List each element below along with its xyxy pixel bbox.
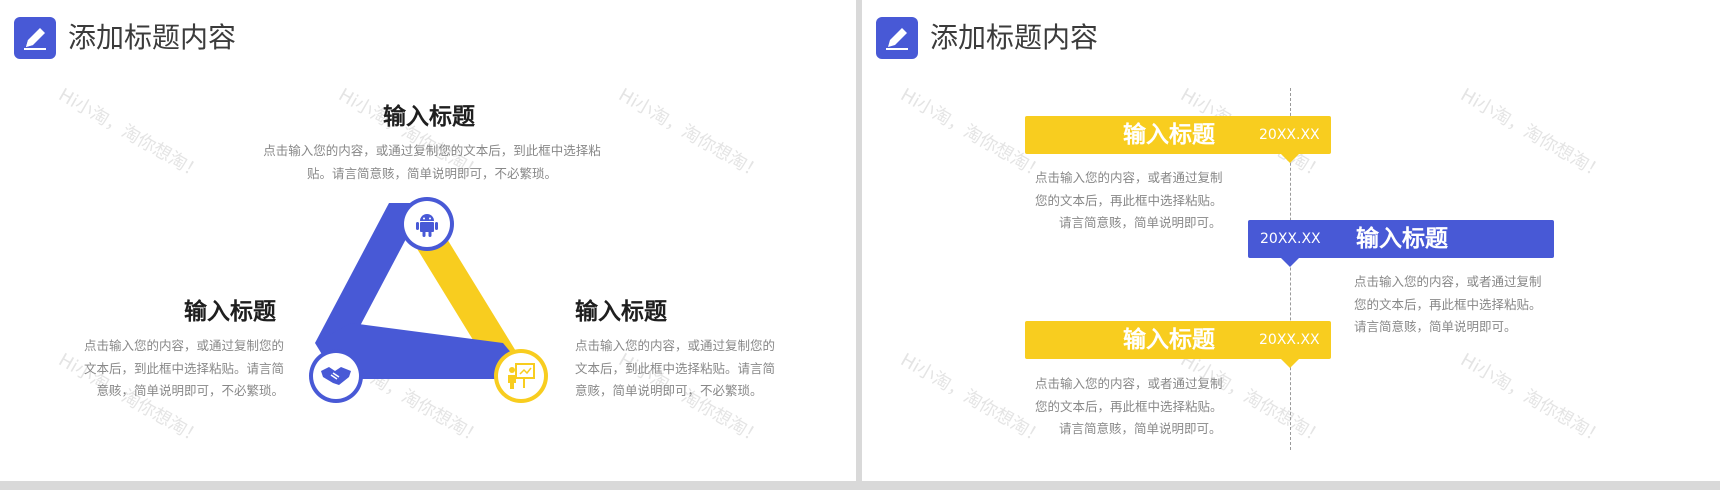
timeline-pointer-2: [1281, 258, 1299, 267]
handshake-icon: [321, 367, 351, 385]
page-title: 添加标题内容: [930, 21, 1099, 54]
watermark: Hi小淘，淘你想淘！: [1456, 84, 1609, 185]
timeline-date-1: 20XX.XX: [1259, 127, 1320, 143]
item-desc-top: 点击输入您的内容，或通过复制您的文本后，到此框中选择粘 贴。请言简意赅，简单说明…: [263, 143, 601, 181]
presenter-icon-circle: [494, 349, 548, 403]
presenter-icon: [508, 363, 535, 389]
handshake-icon-circle: [309, 349, 363, 403]
page-title: 添加标题内容: [68, 21, 237, 54]
item-desc-right: 点击输入您的内容，或通过复制您的 文本后，到此框中选择粘贴。请言简 意赅，简单说…: [575, 338, 776, 398]
item-title-left: 输入标题: [184, 299, 276, 325]
timeline-desc-2: 点击输入您的内容，或者通过复制 您的文本后，再此框中选择粘贴。 请言简意赅，简单…: [1354, 274, 1542, 334]
pencil-icon: [876, 17, 918, 59]
watermark: Hi小淘，淘你想淘！: [614, 84, 767, 185]
watermark: Hi小淘，淘你想淘！: [54, 84, 207, 185]
timeline-title-3: 输入标题: [1123, 327, 1215, 353]
timeline-box-1: 输入标题 20XX.XX: [1025, 116, 1331, 154]
timeline-date-3: 20XX.XX: [1259, 332, 1320, 348]
android-icon: [416, 214, 438, 237]
left-slide: Hi小淘，淘你想淘！ Hi小淘，淘你想淘！ Hi小淘，淘你想淘！ Hi小淘，淘你…: [0, 0, 856, 481]
timeline-box-3: 输入标题 20XX.XX: [1025, 321, 1331, 359]
pencil-icon: [14, 17, 56, 59]
timeline-axis: [1290, 88, 1291, 450]
watermark: Hi小淘，淘你想淘！: [1456, 349, 1609, 450]
timeline-title-2: 输入标题: [1356, 226, 1448, 252]
watermark: Hi小淘，淘你想淘！: [896, 349, 1049, 450]
timeline-pointer-1: [1281, 154, 1299, 163]
right-slide: Hi小淘，淘你想淘！ Hi小淘，淘你想淘！ Hi小淘，淘你想淘！ Hi小淘，淘你…: [862, 0, 1720, 481]
android-icon-circle: [400, 197, 454, 251]
timeline-date-2: 20XX.XX: [1260, 231, 1321, 247]
timeline-desc-3: 点击输入您的内容，或者通过复制 您的文本后，再此框中选择粘贴。 请言简意赅，简单…: [1035, 376, 1223, 436]
item-title-top: 输入标题: [383, 104, 475, 130]
item-desc-left: 点击输入您的内容，或通过复制您的 文本后，到此框中选择粘贴。请言简 意赅，简单说…: [83, 338, 284, 398]
timeline-title-1: 输入标题: [1123, 122, 1215, 148]
item-title-right: 输入标题: [575, 299, 667, 325]
timeline-desc-1: 点击输入您的内容，或者通过复制 您的文本后，再此框中选择粘贴。 请言简意赅，简单…: [1035, 170, 1223, 230]
timeline-box-2: 20XX.XX 输入标题: [1248, 220, 1554, 258]
timeline-pointer-3: [1281, 359, 1299, 368]
